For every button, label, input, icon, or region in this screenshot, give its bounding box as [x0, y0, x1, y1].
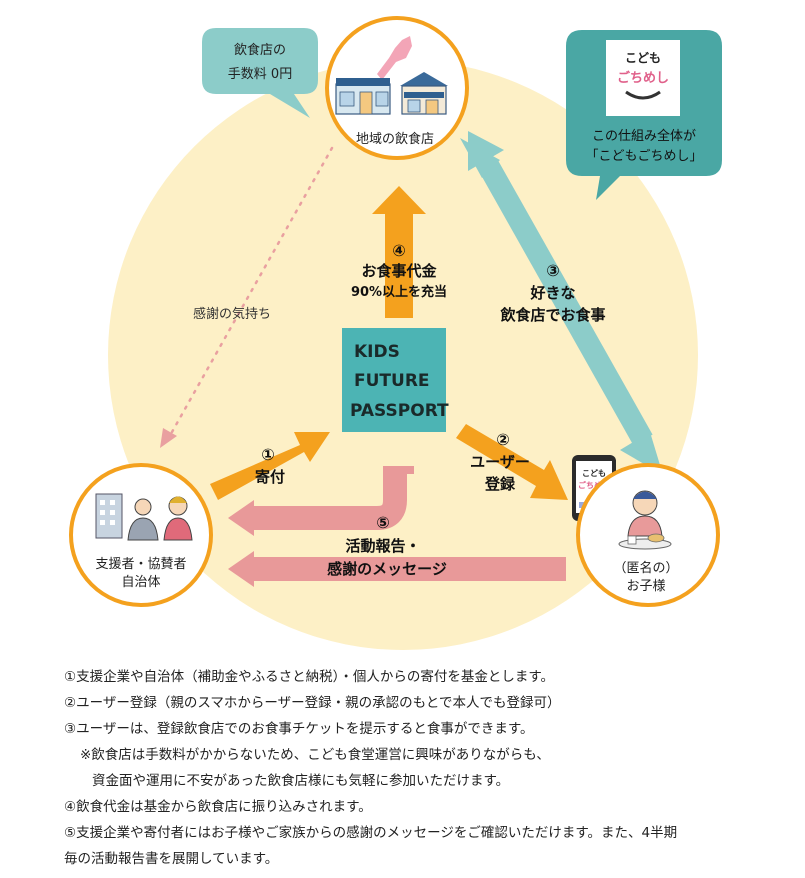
supporter-label2: 自治体 [121, 575, 160, 590]
step5-label2: 感謝のメッセージ [327, 560, 447, 578]
explanation-notes: ①支援企業や自治体（補助金やふるさと納税）・個人からの寄付を基金とします。 ②ユ… [64, 664, 784, 872]
kodomo-gochimeshi-logo [606, 40, 680, 116]
note-5: ⑤支援企業や寄付者にはお子様やご家族からの感謝のメッセージをご確認いただけます。… [64, 825, 678, 841]
step4-number: ④ [392, 241, 406, 260]
child-label1: （匿名の） [613, 560, 678, 576]
step1-label: 寄付 [255, 468, 285, 486]
step3-label1: 好きな [529, 284, 575, 302]
restaurant-node: 地域の飲食店 [325, 16, 469, 160]
restaurant-icon [335, 36, 448, 115]
step3-number: ③ [546, 261, 560, 280]
arrow-4-up [372, 186, 426, 318]
thanks-label: 感謝の気持ち [193, 306, 271, 322]
note-4: ④飲食代金は基金から飲食店に振り込みされます。 [64, 799, 372, 815]
step5-number: ⑤ [376, 513, 390, 532]
child-label2: お子様 [626, 579, 665, 594]
child-eating-icon [618, 490, 672, 550]
businesswoman-icon [163, 496, 193, 541]
businessman-icon [127, 498, 159, 541]
arrow-2 [456, 424, 568, 500]
note-3-remark-1: ※飲食店は手数料がかからないため、こども食堂運営に興味がありながらも、 [80, 747, 550, 763]
system-line2: 「こどもごちめし」 [585, 148, 702, 164]
step2-number: ② [496, 430, 510, 449]
arrow-5 [228, 466, 566, 587]
step2-label2: 登録 [484, 475, 516, 493]
thanks-dotted-line [170, 146, 334, 434]
note-5-continued: 毎の活動報告書を展開しています。 [64, 851, 279, 867]
step2-label1: ユーザー [470, 453, 530, 471]
fee-line1: 飲食店の [234, 42, 286, 58]
supporter-node: 支援者・協賛者 自治体 [69, 463, 213, 607]
phone-logo-line2: ごちめし [578, 480, 610, 490]
arrow-1 [210, 432, 330, 500]
restaurant-label: 地域の飲食店 [356, 131, 434, 147]
system-line1: この仕組み全体が [592, 128, 696, 144]
supporter-label1: 支援者・協賛者 [95, 557, 186, 572]
fee-callout: 飲食店の 手数料 0円 [202, 28, 318, 118]
flow-diagram: 感謝の気持ち [69, 16, 722, 650]
step3-label2: 飲食店でお食事 [499, 306, 605, 324]
note-2: ②ユーザー登録（親のスマホからーザー登録・親の承認のもとで本人でも登録可） [64, 695, 561, 711]
system-callout: こども ごちめし この仕組み全体が 「こどもごちめし」 [566, 30, 722, 200]
note-1: ①支援企業や自治体（補助金やふるさと納税）・個人からの寄付を基金とします。 [64, 669, 555, 685]
kids-future-passport-box: KIDS FUTURE PASSPORT [342, 328, 449, 432]
fee-line2: 手数料 0円 [228, 67, 292, 82]
step4-label2: 90%以上を充当 [351, 284, 447, 300]
child-node: （匿名の） お子様 [576, 463, 720, 607]
thanks-arrowhead [160, 428, 177, 448]
step4-label1: お食事代金 [361, 262, 437, 280]
note-3: ③ユーザーは、登録飲食店でのお食事チケットを提示すると食事ができます。 [64, 721, 534, 737]
note-3-remark-2: 資金面や運用に不安があった飲食店様にも気軽に参加いただけます。 [92, 773, 510, 789]
kfp-line3: PASSPORT [350, 401, 449, 421]
logo-line1: こども [625, 51, 661, 65]
phone-logo-line1: こども [582, 468, 606, 478]
kfp-line1: KIDS [354, 342, 400, 362]
kfp-line2: FUTURE [354, 371, 430, 391]
logo-line2: ごちめし [617, 70, 669, 86]
arrow-3-double [460, 131, 663, 475]
step1-number: ① [261, 445, 275, 464]
office-building-icon [95, 493, 123, 539]
step5-label1: 活動報告・ [345, 537, 420, 555]
